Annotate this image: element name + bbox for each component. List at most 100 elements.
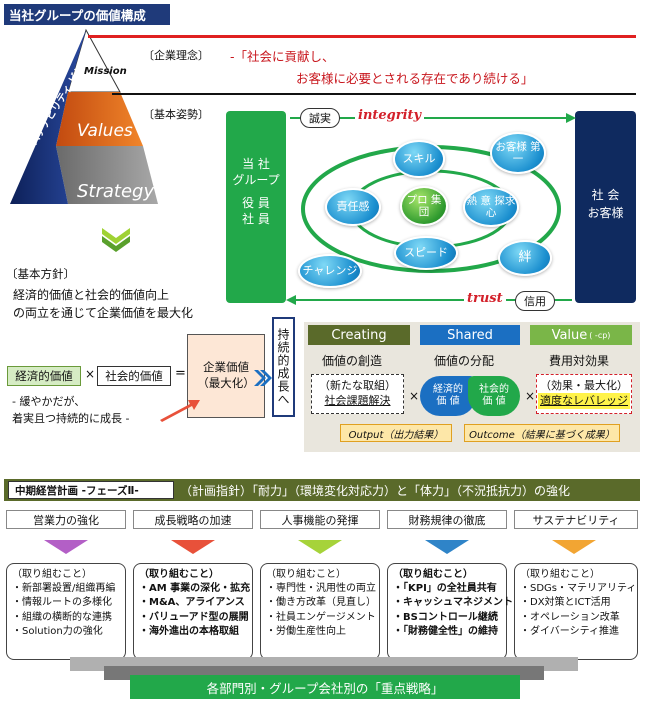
policy-text-2: の両立を通じて企業価値を最大化 <box>13 306 194 320</box>
social-value-bubble: 社会的 価 値 <box>468 376 520 416</box>
new-initiatives-box: （新たな取組） 社会課題解決 <box>311 374 404 414</box>
phase-5-item: ・ダイバーシティ推進 <box>520 625 619 637</box>
csv-value-suffix: ( -cp) <box>589 330 611 340</box>
corporate-value-text: 企業価値（最大化） <box>197 360 255 390</box>
stance-label: 〔基本姿勢〕 <box>143 108 209 121</box>
value-professional-group: プロ 集団 <box>400 186 448 226</box>
phase-3-title: 人事機能の発揮 <box>260 510 380 529</box>
stakeholder-company-box: 当 社 グループ 役 員 社 員 <box>226 111 286 303</box>
pyramid-mission-label: Mission <box>84 66 127 77</box>
csv-cost-label: 費用対効果 <box>549 354 610 368</box>
new-initiatives-text: （新たな取組） <box>319 379 396 392</box>
value-bond: 絆 <box>498 240 552 276</box>
phase-1-item: ・情報ルートの多様化 <box>12 597 112 609</box>
phase-4-title: 財務規律の徹底 <box>387 510 507 529</box>
phase-3-heading: （取り組むこと） <box>266 569 346 580</box>
pyramid-strategy-label: Strategy <box>77 181 155 202</box>
phase-1-item: ・新部署設置/組織再編 <box>12 583 116 595</box>
page-title: 当社グループの価値構成 <box>4 4 170 25</box>
footer-strategy-bar: 各部門別・グループ会社別の「重点戦略」 <box>130 675 520 699</box>
company-label-3: 役 員 <box>242 196 270 211</box>
effect-text: （効果・最大化） <box>540 379 628 392</box>
pyramid-side <box>10 30 86 204</box>
phase-1-item: ・組織の横断的な連携 <box>12 611 112 623</box>
integrity-oval: 誠実 <box>300 108 340 128</box>
phase-3-arrow <box>298 540 342 554</box>
phase-2-heading: （取り組むこと） <box>139 569 219 580</box>
phase-5-title: サステナビリティ <box>514 510 638 529</box>
phase-4-item: ・「財務健全性」の維持 <box>393 625 498 637</box>
phase-5-actions: （取り組むこと） ・SDGs・マテリアリティ ・DX対策とICT活用 ・オペレー… <box>514 563 638 660</box>
times-sign: × <box>85 367 96 381</box>
phase-3-item: ・労働生産性向上 <box>266 625 346 637</box>
phase-1-arrow <box>44 540 88 554</box>
csv-times-2: × <box>525 389 536 403</box>
phase-2-item: ・海外進出の本格取組 <box>139 625 239 637</box>
csv-creation-label: 価値の創造 <box>322 354 383 368</box>
phase-5-item: ・オペレーション改革 <box>520 611 620 623</box>
stakeholder-society-box: 社 会 お客様 <box>575 111 636 303</box>
plan-title: （計画指針）「耐力」（環境変化対応力）と「体力」（不況抵抗力）の強化 <box>180 484 571 498</box>
phase-5-item: ・SDGs・マテリアリティ <box>520 583 637 595</box>
phase-4-heading: （取り組むこと） <box>393 569 473 580</box>
phase-4-item: ・BSコントロール継続 <box>393 611 498 623</box>
society-label-2: お客様 <box>587 206 624 220</box>
phase-4-item: ・キャッシュマネジメント <box>393 597 513 609</box>
social-value-box: 社会的価値 <box>97 366 171 386</box>
phase-3-item: ・専門性・汎用性の両立 <box>266 583 376 595</box>
effect-box: （効果・最大化） 適度なレバレッジ <box>536 374 632 414</box>
corporate-value-box: 企業価値（最大化） <box>187 334 265 418</box>
pyramid-strategy-layer <box>56 146 158 204</box>
phase-2-arrow <box>171 540 215 554</box>
csv-times-1: × <box>409 389 420 403</box>
growth-note-2: 着実且つ持続的に成長 - <box>12 412 130 425</box>
economic-value-box: 経済的価値 <box>7 366 81 386</box>
phase-1-item: ・Solution力の強化 <box>12 625 103 637</box>
phase-3-item: ・社員エンゲージメント <box>266 611 376 623</box>
value-passion: 熱 意 探求心 <box>463 187 519 227</box>
phase-5-item: ・DX対策とICT活用 <box>520 597 611 609</box>
strategy-pyramid <box>10 28 158 204</box>
phase-1-heading: （取り組むこと） <box>12 569 92 580</box>
company-label-2: グループ <box>232 172 280 187</box>
csv-value-text: Value <box>551 327 588 343</box>
pyramid-values-label: Values <box>77 121 133 141</box>
company-label-1: 当 社 <box>242 157 270 171</box>
chevron-down-icon <box>102 228 130 252</box>
economic-value-bubble: 経済的 価 値 <box>420 376 476 416</box>
trust-oval: 信用 <box>515 291 555 311</box>
phase-3-actions: （取り組むこと） ・専門性・汎用性の両立 ・働き方改革（見直し） ・社員エンゲー… <box>260 563 380 660</box>
society-label-1: 社 会 <box>591 188 620 202</box>
mission-label: 〔企業理念〕 <box>143 49 209 62</box>
sustainable-growth-box: 持続的成長へ <box>272 317 295 417</box>
economic-value-bubble-text: 経済的 価 値 <box>433 384 463 407</box>
csv-distribution-label: 価値の分配 <box>434 354 495 368</box>
growth-arrow <box>160 400 200 422</box>
phase-2-item: ・バリューアド型の展開 <box>139 611 249 623</box>
trust-word: trust <box>464 291 506 306</box>
pyramid-values-layer <box>56 92 143 146</box>
value-responsibility: 責任感 <box>325 188 381 226</box>
integrity-word: integrity <box>355 108 425 123</box>
plan-tag: 中期経営計画 -フェーズⅡ- <box>8 481 174 499</box>
mission-bottom-line <box>112 93 636 95</box>
mission-text-1: -「社会に貢献し、 <box>230 49 335 64</box>
value-skill: スキル <box>393 140 445 178</box>
phase-5-arrow <box>552 540 596 554</box>
policy-text-1: 経済的価値と社会的価値向上 <box>13 288 170 302</box>
value-challenge: チャレンジ <box>298 254 362 288</box>
mission-text-2: お客様に必要とされる存在であり続ける」 <box>296 71 534 86</box>
phase-2-item: ・M&A、アライアンス <box>139 597 245 609</box>
chevron-right-icon <box>254 370 272 386</box>
leverage-text: 適度なレバレッジ <box>538 393 630 409</box>
social-issue-text: 社会課題解決 <box>324 394 391 408</box>
csv-shared-tag: Shared <box>420 325 520 345</box>
company-label-4: 社 員 <box>242 211 270 226</box>
value-customer-first: お客様 第 一 <box>490 132 546 174</box>
equals-sign: = <box>175 366 186 381</box>
phase-1-title: 営業力の強化 <box>6 510 126 529</box>
phase-2-title: 成長戦略の加速 <box>133 510 253 529</box>
outcome-tag: Outcome（結果に基づく成果） <box>464 424 620 442</box>
phase-4-actions: （取り組むこと） ・「KPI」の全社員共有 ・キャッシュマネジメント ・BSコン… <box>387 563 513 660</box>
social-value-bubble-text: 社会的 価 値 <box>479 384 509 407</box>
